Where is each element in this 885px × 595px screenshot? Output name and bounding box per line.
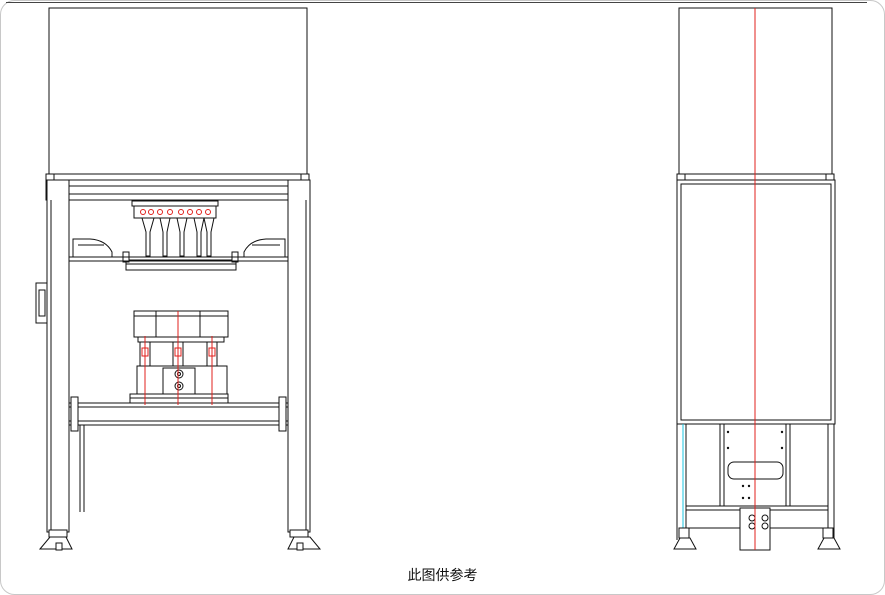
upper-die-assembly — [122, 200, 239, 271]
guide-rail — [69, 238, 288, 262]
side-cabinet — [676, 179, 836, 425]
caption: 此图供参考 — [407, 568, 478, 584]
front-top-enclosure — [48, 7, 308, 175]
front-side-box — [35, 282, 48, 324]
side-view — [673, 7, 841, 551]
front-frame — [35, 179, 322, 551]
front-view — [35, 7, 322, 551]
